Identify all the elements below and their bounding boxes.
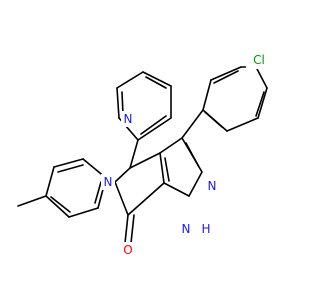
molecule-diagram: Cl N N N N H O: [17, 51, 272, 258]
bond: [116, 71, 144, 89]
bond: [257, 87, 268, 119]
bond: [114, 181, 129, 216]
bond: [45, 195, 70, 218]
atom-o-carbonyl: O: [121, 242, 135, 258]
bond: [53, 158, 84, 168]
atom-label-nh-n: N: [182, 222, 191, 236]
bond: [127, 182, 165, 216]
bond: [130, 214, 135, 244]
bond: [45, 166, 55, 197]
bond: [137, 117, 172, 141]
bond: [159, 137, 183, 154]
atom-label-nh-h: H: [201, 222, 210, 236]
bond: [68, 207, 99, 218]
bond: [164, 157, 170, 182]
atom-label-cl: Cl: [253, 53, 265, 67]
bond: [142, 71, 172, 87]
bond: [163, 182, 190, 197]
bond: [17, 195, 47, 207]
bond: [255, 66, 268, 89]
atom-label-o: O: [123, 243, 132, 257]
bond: [188, 171, 203, 197]
bond: [121, 91, 124, 115]
atom-n-pyridine: N: [121, 111, 135, 127]
bond: [129, 152, 161, 169]
atom-cl: Cl: [246, 51, 272, 69]
bond: [50, 196, 71, 213]
bond: [94, 181, 102, 204]
bond-layer: [17, 66, 268, 244]
bond: [145, 76, 167, 89]
atom-label-n-pyrrolone: N: [104, 175, 113, 189]
bond: [124, 214, 129, 244]
bond: [185, 142, 200, 168]
bond: [140, 115, 167, 135]
bond: [255, 91, 265, 117]
bond: [129, 139, 139, 169]
bond: [181, 109, 204, 139]
atom-label-n-pyridine: N: [124, 112, 133, 126]
bond: [202, 79, 212, 111]
bond: [213, 70, 239, 84]
bond: [204, 111, 223, 128]
bond: [57, 164, 84, 173]
bond: [226, 117, 259, 132]
atom-nh-pyrazole: N H: [176, 221, 216, 237]
bond: [159, 152, 165, 184]
bond: [114, 167, 131, 183]
atom-label-layer: Cl N N N N H O: [101, 51, 272, 258]
bond: [210, 66, 242, 81]
atom-n-pyrrolone: N: [101, 174, 115, 190]
atom-n-pyrazole: N: [205, 178, 219, 194]
bond: [116, 87, 120, 119]
atom-label-n-pyrazole: N: [208, 179, 217, 193]
